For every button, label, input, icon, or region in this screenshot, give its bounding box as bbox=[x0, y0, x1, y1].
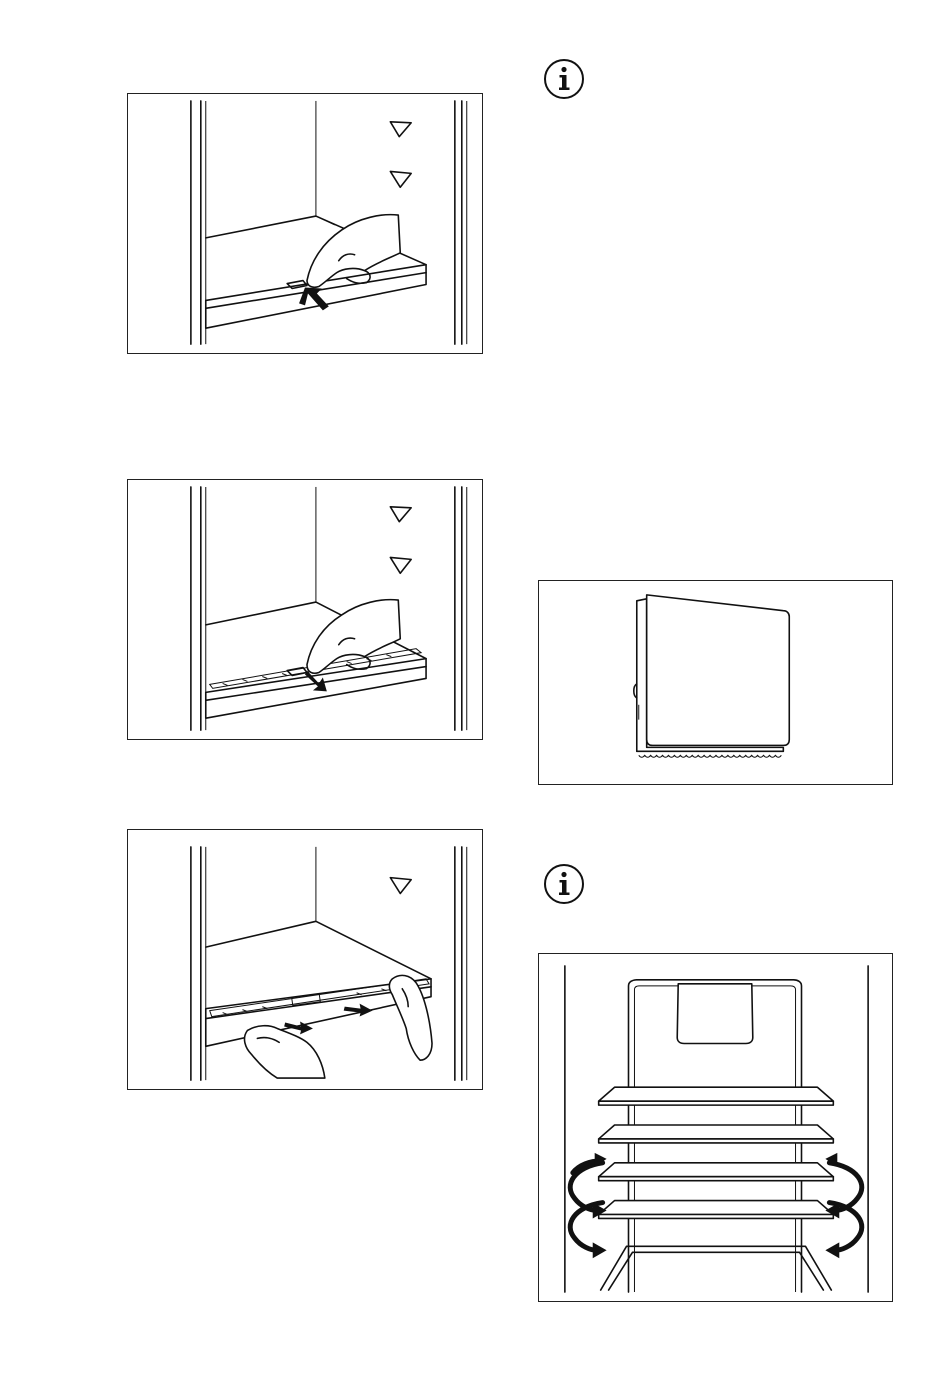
figure-press-release-button bbox=[127, 93, 483, 354]
info-icon bbox=[543, 58, 585, 100]
figure-remove-shelf bbox=[127, 829, 483, 1090]
figure-filter-bag bbox=[538, 580, 893, 785]
figure-reposition-shelves bbox=[538, 953, 893, 1302]
info-icon bbox=[543, 863, 585, 905]
figure-pull-shelf-cover bbox=[127, 479, 483, 740]
